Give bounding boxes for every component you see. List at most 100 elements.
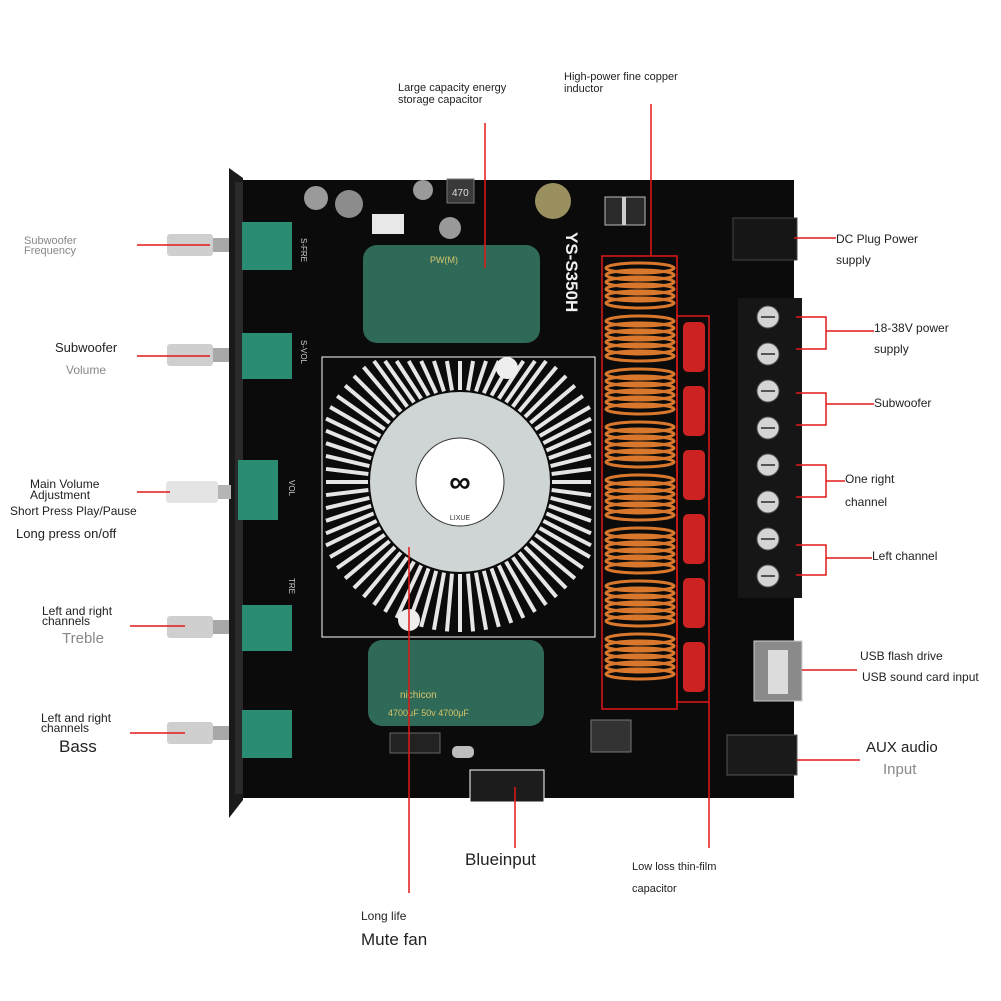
aux-jack[interactable] [726,734,798,776]
fan-brand: LIXUE [450,515,471,522]
label-bass-2: channels [41,721,90,735]
inductor-winding [604,367,676,381]
heatsink-fin [362,365,403,413]
knob-subwoofer-volume[interactable] [167,344,229,366]
label-right-1: One right [845,472,895,486]
inductor-winding [604,381,676,395]
knob-bass[interactable] [167,722,229,744]
label-fan-1: Long life [361,909,407,923]
heatsink-fin [523,545,568,590]
label-power-2: supply [874,342,909,356]
heatsink-fin [523,374,568,419]
heatsink-fin [325,503,372,523]
film-capacitors [683,322,705,692]
film-capacitor [683,578,705,628]
inductor-winding [604,487,676,501]
inductor-winding [604,335,676,349]
heatsink-fin [504,560,537,613]
inductor-winding [604,420,676,434]
label-dc-1: DC Plug Power [836,232,919,246]
heatsink-fin [372,556,409,607]
inductor-winding [604,639,676,653]
inductor-winding [604,533,676,547]
heatsink-fin [325,519,378,548]
heatsink-fin [325,454,370,468]
dc-jack[interactable] [732,217,798,261]
cap-top-print: PW(M) [430,255,458,265]
small-capacitor [439,217,461,239]
pot-bass [242,710,292,758]
heatsink-fin [511,556,548,607]
small-capacitor-gold [535,183,571,219]
label-film-1: Low loss thin-film [632,861,717,873]
heatsink-fin [545,511,592,536]
knob-main-volume[interactable] [166,481,231,503]
film-capacitor [683,386,705,436]
heatsink-fin [325,488,369,498]
bluetooth-module [469,769,545,803]
heatsink-fin [534,533,585,570]
heatsink-fin [550,496,592,510]
heatsink-fin [538,405,591,438]
heatsink-fin [444,360,454,391]
heatsink-fin [335,394,386,431]
knob-treble[interactable] [167,616,229,638]
copper-inductor [604,420,676,469]
label-capacitor-2: storage capacitor [398,94,483,106]
heatsink-fin [352,545,397,590]
film-capacitor [683,514,705,564]
inductor-winding [604,561,676,575]
pot-treble [242,605,292,651]
regulator [590,719,632,753]
inductor-winding [604,494,676,508]
heatsink-fin [335,533,386,570]
diode [604,196,646,226]
energy-storage-capacitor-top [363,245,540,343]
inductor-winding [604,328,676,342]
label-bass-3: Bass [59,737,97,756]
inductor-winding [604,586,676,600]
label-usb-2: USB sound card input [862,670,979,684]
heatsink-post [496,357,518,379]
pot-label-tre: TRE [287,578,296,594]
inductor-winding [604,600,676,614]
inductor-winding [604,388,676,402]
copper-inductor [604,367,676,416]
heatsink-fin [474,360,488,393]
copper-inductor [604,314,676,363]
label-sub-vol-2: Volume [66,363,107,377]
heatsink-fin [551,466,592,476]
heatsink-fin [529,539,577,580]
heatsink-fin [497,359,526,400]
heatsink-fin [517,365,558,413]
label-sub-freq-2: Frequency [24,245,76,257]
pot-label-sfre: S-FRE [299,238,308,262]
label-right-2: channel [845,495,888,509]
film-capacitor [683,642,705,692]
inductor-winding [604,395,676,409]
inductor-winding [604,660,676,674]
heatsink-fin [504,359,537,404]
label-main-vol-2: Adjustment [30,488,91,502]
heatsink-fin [343,384,391,425]
label-sub-freq-1: Subwoofer [24,235,77,247]
copper-inductor [604,473,676,522]
heatsink-fin [550,454,592,468]
inductor-winding [604,508,676,522]
heatsink-fin [329,405,382,438]
inductor-winding [604,261,676,275]
crystal [452,746,474,758]
energy-storage-capacitor-bottom [368,640,544,726]
label-main-vol-4: Long press on/off [16,526,117,541]
inductor-winding [604,441,676,455]
copper-inductor [604,579,676,628]
heatsink-fin [534,394,585,431]
heatsink-fin [542,416,592,445]
heatsink-fin [481,570,501,628]
inductor-winding [604,314,676,328]
pot-subwoofer-volume [242,333,292,379]
inductor-winding [604,614,676,628]
label-dc-2: supply [836,253,871,267]
inductor-winding [604,593,676,607]
